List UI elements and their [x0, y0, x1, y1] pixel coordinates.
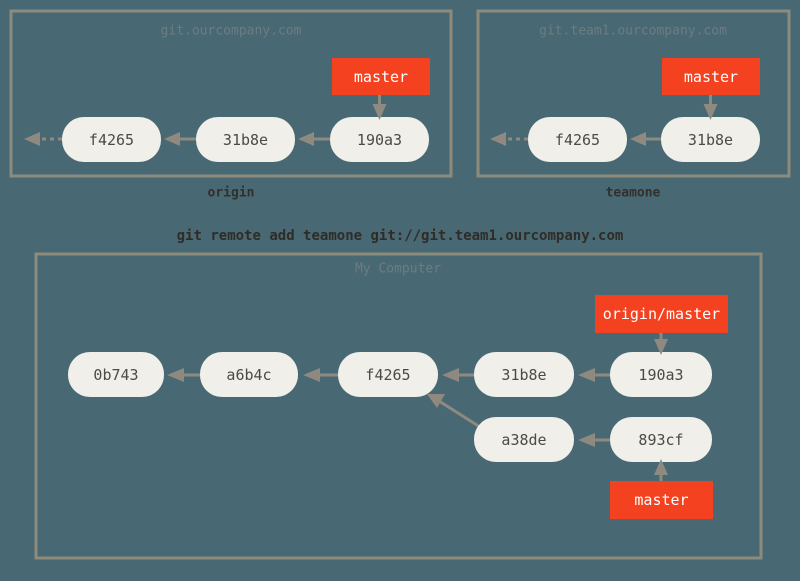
- panel-teamone-title: git.team1.ourcompany.com: [539, 24, 727, 39]
- branch-label: master: [354, 68, 408, 86]
- branch-pointer-master-origin: [372, 94, 387, 120]
- panel-teamone: git.team1.ourcompany.com f4265 31b8e mas…: [476, 9, 791, 201]
- commit-node-a38de: a38de: [474, 417, 574, 462]
- branch-pointer-master-local: [654, 459, 668, 481]
- commit-shape: [474, 417, 574, 462]
- edge-a6b4c-to-0b743: [167, 368, 200, 382]
- commit-label: a38de: [501, 431, 546, 449]
- branch-shape: [610, 481, 713, 519]
- panel-my-computer-title: My Computer: [355, 262, 441, 277]
- commit-node-a6b4c: a6b4c: [200, 352, 298, 397]
- branch-pointer-origin-master: [654, 332, 668, 355]
- commit-node-31b8e-teamone: 31b8e: [661, 117, 760, 162]
- edge-31b8e-to-f4265-local: [442, 368, 474, 382]
- commit-node-893cf: 893cf: [610, 417, 712, 462]
- panel-origin-title: git.ourcompany.com: [161, 24, 302, 39]
- commit-label: 31b8e: [688, 131, 733, 149]
- branch-node-origin-master: origin/master: [595, 295, 728, 333]
- commit-shape: [338, 352, 438, 397]
- panel-my-computer: My Computer 0b743 a6b4c f4265: [34, 252, 763, 560]
- commit-shape: [330, 117, 429, 162]
- commit-label: 893cf: [638, 431, 683, 449]
- commit-shape: [62, 117, 161, 162]
- panel-origin-caption: origin: [208, 186, 255, 201]
- edge-893cf-to-a38de: [578, 433, 610, 447]
- branch-node-master-local: master: [610, 481, 713, 519]
- branch-label: master: [634, 491, 688, 509]
- commit-label: f4265: [365, 366, 410, 384]
- commit-node-190a3-origin: 190a3: [330, 117, 429, 162]
- commit-label: f4265: [89, 131, 134, 149]
- panel-origin-border: [9, 9, 453, 178]
- commit-label: a6b4c: [226, 366, 271, 384]
- edge-origin-190a3-to-31b8e: [298, 132, 330, 146]
- commit-label: 190a3: [357, 131, 402, 149]
- branch-shape: [595, 295, 728, 333]
- edge-f4265-to-a6b4c: [303, 368, 338, 382]
- branch-label: master: [684, 68, 738, 86]
- branch-shape: [332, 58, 430, 95]
- commit-shape: [196, 117, 295, 162]
- branch-node-master-teamone: master: [662, 58, 760, 95]
- edge-origin-f4265-out: [24, 132, 62, 146]
- panel-teamone-border: [476, 9, 791, 178]
- commit-shape: [200, 352, 298, 397]
- commit-node-f4265-local: f4265: [338, 352, 438, 397]
- edge-origin-31b8e-to-f4265: [164, 132, 196, 146]
- branch-shape: [662, 58, 760, 95]
- edge-teamone-f4265-out: [490, 132, 528, 146]
- commit-label: 31b8e: [501, 366, 546, 384]
- panel-my-computer-border: [34, 252, 763, 560]
- edge-190a3-to-31b8e-local: [578, 368, 610, 382]
- edge-a38de-to-f4265: [427, 394, 481, 429]
- commit-node-190a3-local: 190a3: [610, 352, 712, 397]
- commit-node-31b8e-origin: 31b8e: [196, 117, 295, 162]
- commit-shape: [661, 117, 760, 162]
- commit-shape: [528, 117, 627, 162]
- panel-origin: git.ourcompany.com f4265 31b8e 190a3: [9, 9, 453, 201]
- commit-shape: [474, 352, 574, 397]
- panel-teamone-caption: teamone: [606, 186, 661, 201]
- commit-node-f4265-teamone: f4265: [528, 117, 627, 162]
- commit-shape: [68, 352, 164, 397]
- command-text: git remote add teamone git://git.team1.o…: [177, 228, 624, 244]
- commit-label: f4265: [555, 131, 600, 149]
- commit-label: 0b743: [93, 366, 138, 384]
- commit-shape: [610, 417, 712, 462]
- branch-pointer-master-teamone: [703, 94, 718, 120]
- branch-node-master-origin: master: [332, 58, 430, 95]
- commit-node-f4265-origin: f4265: [62, 117, 161, 162]
- edge-teamone-31b8e-to-f4265: [630, 132, 661, 146]
- commit-shape: [610, 352, 712, 397]
- commit-label: 190a3: [638, 366, 683, 384]
- branch-label: origin/master: [603, 305, 720, 323]
- commit-label: 31b8e: [223, 131, 268, 149]
- commit-node-0b743: 0b743: [68, 352, 164, 397]
- commit-node-31b8e-local: 31b8e: [474, 352, 574, 397]
